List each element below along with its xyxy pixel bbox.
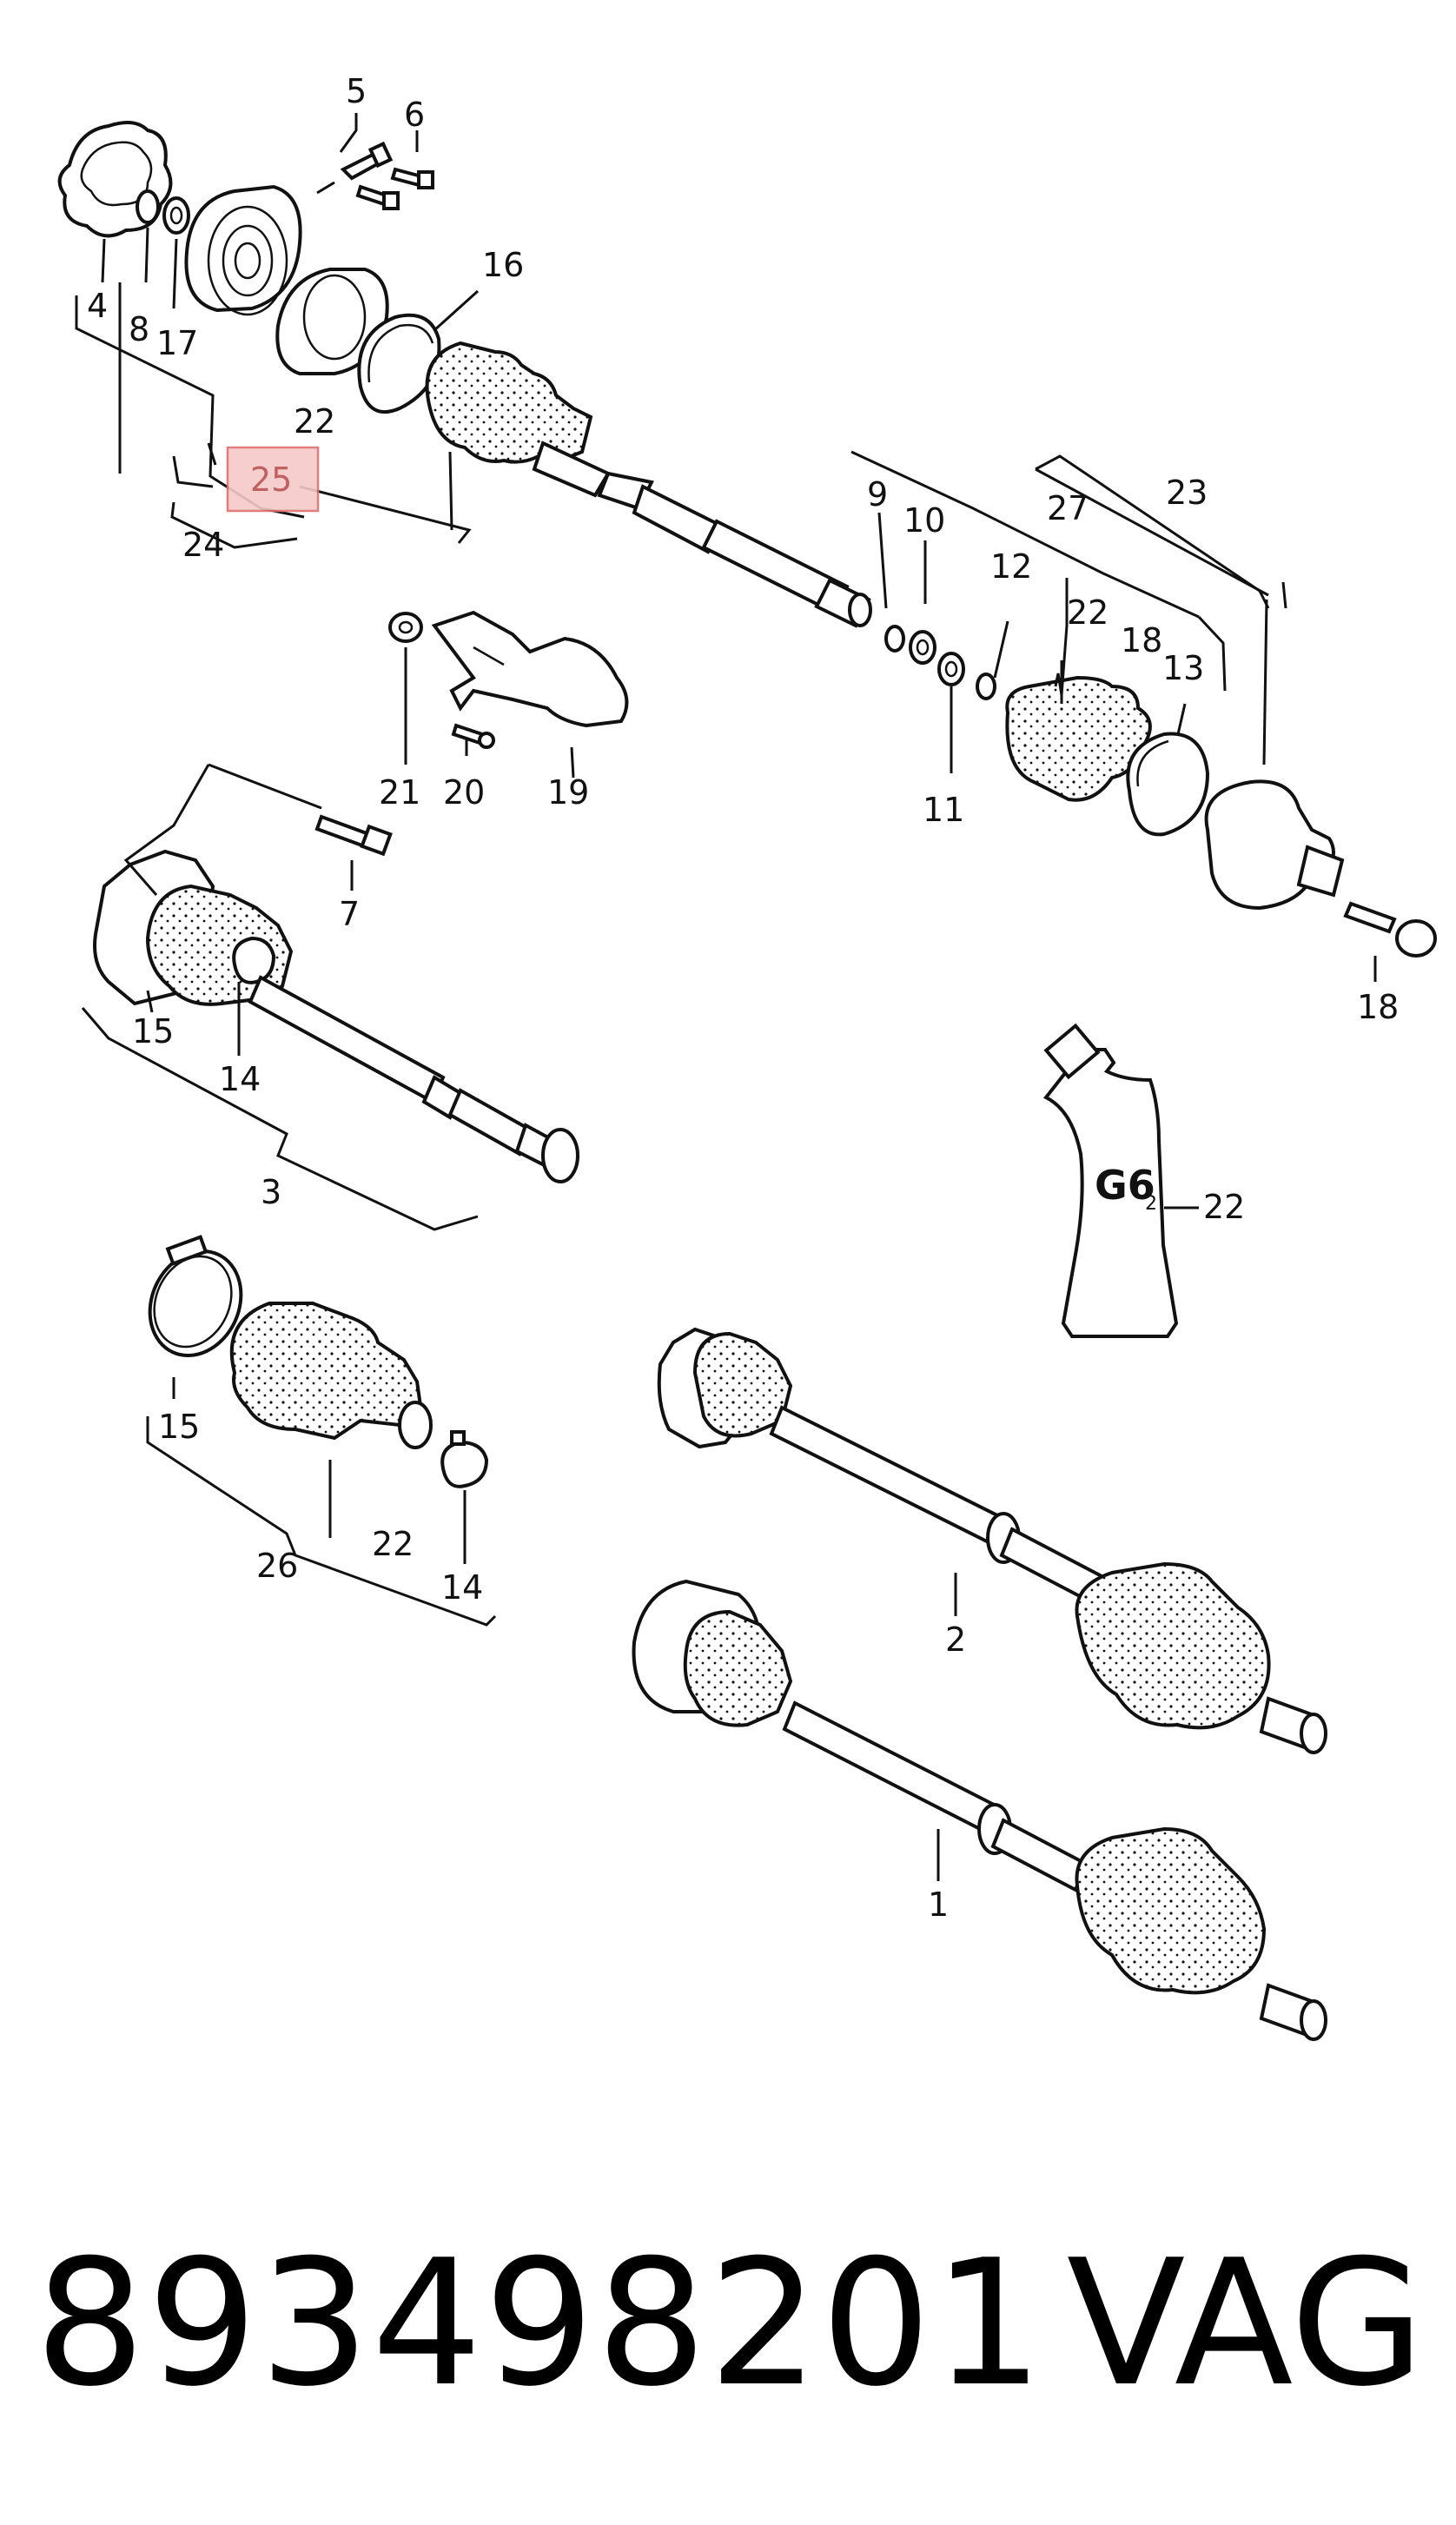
bolt-7 xyxy=(314,814,393,857)
callout-9: 9 xyxy=(867,475,888,514)
bolt-6 xyxy=(355,167,434,210)
grease-tube: G6 2 xyxy=(1042,1023,1179,1338)
bolt-5 xyxy=(340,141,394,181)
callout-12: 12 xyxy=(990,547,1032,586)
axle-shaft-3 xyxy=(248,975,579,1183)
callout-27: 27 xyxy=(1047,489,1089,527)
callout-8: 8 xyxy=(129,310,149,348)
callout-3: 3 xyxy=(261,1173,281,1211)
drive-shaft-1 xyxy=(632,1579,1327,2041)
cv-joint-24 xyxy=(184,184,302,316)
footer: 893498201 VAG xyxy=(35,2224,1425,2424)
callout-13: 13 xyxy=(1162,649,1204,687)
clamp-14a xyxy=(232,936,276,984)
callout-11: 11 xyxy=(923,791,964,829)
clamp-15b xyxy=(148,1235,243,1358)
boot-27 xyxy=(1005,675,1152,802)
boot-26 xyxy=(229,1302,433,1449)
drive-shaft-2 xyxy=(657,1327,1327,1754)
circlip-12 xyxy=(976,673,996,700)
washer-17 xyxy=(162,196,190,235)
callout-15a: 15 xyxy=(132,1012,174,1050)
callout-19: 19 xyxy=(547,773,589,812)
callout-1: 1 xyxy=(928,1885,949,1924)
brand-label: VAG xyxy=(1066,2223,1425,2425)
tube-label: G6 xyxy=(1095,1162,1155,1209)
bracket-19 xyxy=(431,610,629,728)
part-number: 893498201 xyxy=(35,2223,1046,2425)
flange-part xyxy=(275,268,389,375)
callout-5: 5 xyxy=(346,72,367,110)
callout-22b: 22 xyxy=(372,1525,414,1563)
callout-14a: 14 xyxy=(219,1060,261,1098)
clamp-14b xyxy=(440,1430,489,1488)
highlight-box-25 xyxy=(226,446,320,513)
circlip-8 xyxy=(136,189,160,224)
clamp-16 xyxy=(357,313,441,414)
spacer-10 xyxy=(909,630,936,665)
callout-7: 7 xyxy=(339,895,360,933)
callout-22-tube: 22 xyxy=(1203,1188,1245,1226)
callout-2: 2 xyxy=(945,1620,966,1659)
axle-shaft-top xyxy=(532,441,872,628)
callout-26: 26 xyxy=(256,1547,298,1585)
callout-22-mid: 22 xyxy=(1067,593,1109,632)
callout-17: 17 xyxy=(156,324,198,362)
bolt-18 xyxy=(1343,901,1437,958)
callout-18-right: 18 xyxy=(1357,988,1399,1026)
callout-20: 20 xyxy=(443,773,485,812)
bushing-21 xyxy=(388,612,423,643)
callout-16: 16 xyxy=(482,246,524,284)
callout-21: 21 xyxy=(379,773,420,812)
callout-22-top: 22 xyxy=(294,402,335,441)
callout-24: 24 xyxy=(182,526,224,564)
callout-15b: 15 xyxy=(158,1408,200,1446)
callout-18-mid: 18 xyxy=(1121,621,1162,659)
callout-labels: 4 5 6 8 17 16 22 25 24 9 10 27 23 12 22 … xyxy=(87,72,1399,1924)
clamp-13 xyxy=(1126,732,1210,837)
ring-11 xyxy=(937,652,965,686)
cv-joint-23 xyxy=(1204,779,1345,911)
callout-23: 23 xyxy=(1166,474,1208,512)
bolt-20 xyxy=(451,723,495,749)
callout-25: 25 xyxy=(250,461,292,499)
boot-inner-top xyxy=(425,341,593,464)
callout-10: 10 xyxy=(903,501,945,540)
callout-6: 6 xyxy=(404,96,425,134)
circlip-9 xyxy=(884,625,905,653)
callout-14b: 14 xyxy=(441,1568,483,1607)
tube-label-sub: 2 xyxy=(1145,1193,1157,1215)
callout-4: 4 xyxy=(87,287,108,325)
